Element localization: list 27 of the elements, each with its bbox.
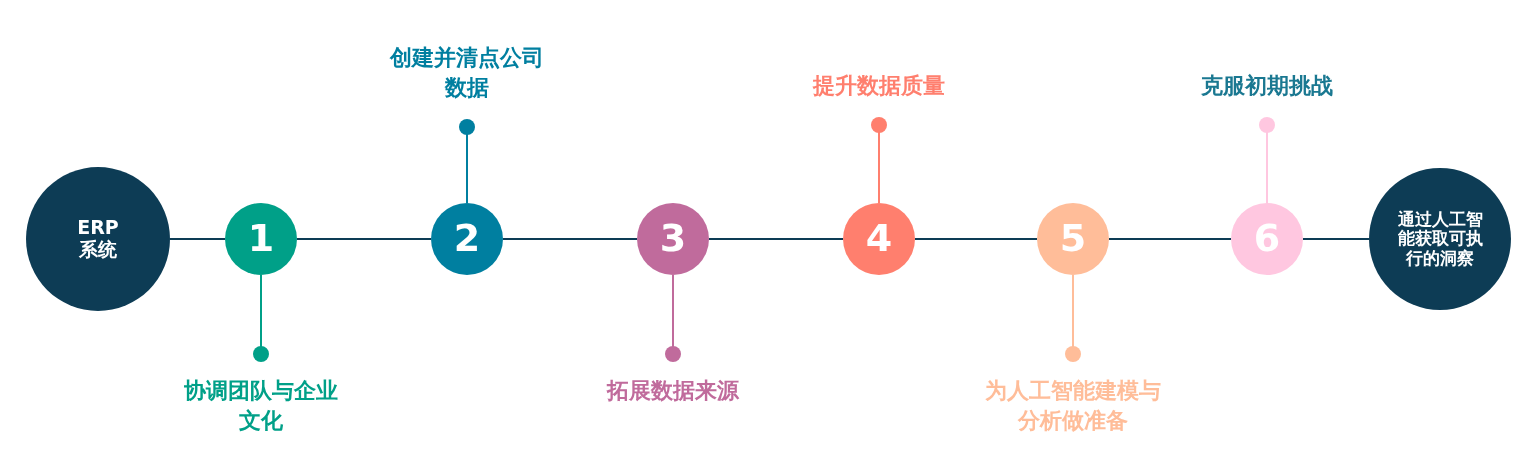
connector-line <box>1108 238 1232 240</box>
leader-line <box>871 117 887 204</box>
leader-line <box>665 274 681 362</box>
step-text: 5 <box>1059 217 1087 261</box>
step-text: 1 <box>247 217 275 261</box>
connector-line <box>1302 238 1370 240</box>
step-text: 通过人工智能获取可执行的洞察 <box>1396 209 1484 269</box>
step-text: 2 <box>453 217 481 261</box>
step-label: 克服初期挑战 <box>1201 72 1333 100</box>
step-text: 6 <box>1253 217 1281 261</box>
step-text: 3 <box>659 217 687 261</box>
leader-line <box>1065 274 1081 362</box>
step-label: 拓展数据来源 <box>607 377 739 405</box>
connector-line <box>914 238 1038 240</box>
connector-line <box>502 238 638 240</box>
connector-line <box>296 238 432 240</box>
step-label: 创建并清点公司数据 <box>388 44 545 102</box>
step-text: ERP 系统 <box>76 217 120 261</box>
leader-line <box>1259 117 1275 204</box>
connector-line <box>169 238 226 240</box>
connector-line <box>708 238 844 240</box>
step-text: 4 <box>865 217 893 261</box>
leader-line <box>253 274 269 362</box>
step-label: 为人工智能建模与分析做准备 <box>984 377 1162 435</box>
leader-line <box>459 119 475 204</box>
step-label: 协调团队与企业文化 <box>183 377 339 435</box>
step-label: 提升数据质量 <box>813 72 945 100</box>
